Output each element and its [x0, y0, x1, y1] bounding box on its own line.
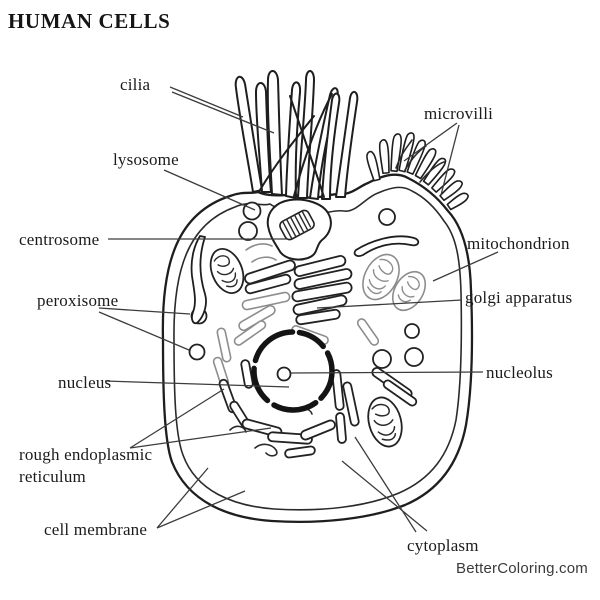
label-peroxisome: peroxisome — [37, 291, 119, 310]
microvilli — [366, 132, 469, 211]
label-cytoplasm: cytoplasm — [407, 536, 479, 555]
leader-line-golgi-apparatus — [316, 299, 463, 309]
label-rough-er-line2: reticulum — [19, 467, 86, 486]
watermark: BetterColoring.com — [456, 560, 588, 577]
smooth-er-gray-squiggles — [212, 243, 380, 388]
label-centrosome: centrosome — [19, 230, 100, 249]
label-cell-membrane: cell membrane — [44, 520, 148, 539]
cilia-crossing-strands — [259, 93, 333, 198]
label-cilia: cilia — [120, 75, 151, 94]
leader-line-cilia — [169, 86, 275, 134]
label-rough-er-line1: rough endoplasmic — [19, 445, 153, 464]
golgi-apparatus — [244, 255, 353, 326]
vesicles — [372, 208, 424, 369]
label-golgi-apparatus: golgi apparatus — [465, 288, 573, 307]
leader-line-cytoplasm — [341, 436, 428, 533]
leader-line-mitochondrion — [432, 251, 499, 282]
er-ribbon-left — [190, 235, 207, 325]
label-microvilli: microvilli — [424, 104, 494, 123]
centriole — [279, 209, 315, 241]
label-mitochondrion: mitochondrion — [467, 234, 570, 253]
label-rough-endoplasmic-reticulum: rough endoplasmic reticulum — [19, 444, 152, 488]
label-lysosome: lysosome — [113, 150, 179, 169]
label-nucleolus: nucleolus — [486, 363, 553, 382]
er-ribbon-top-right — [353, 235, 420, 257]
leader-lines — [98, 86, 499, 533]
cell-membrane-inner-line — [173, 186, 463, 511]
mitochondrion-2 — [362, 253, 400, 301]
leader-line-nucleolus — [290, 371, 484, 374]
leader-line-lysosome — [163, 169, 256, 211]
page-title: HUMAN CELLS — [8, 9, 171, 33]
leader-line-rough-er — [129, 388, 272, 449]
mitochondrion-3 — [391, 270, 427, 312]
mitochondrion-1 — [209, 248, 245, 294]
cell-membrane-outline — [161, 173, 474, 523]
leader-line-peroxisome — [98, 307, 191, 351]
nucleolus — [276, 366, 292, 382]
label-nucleus: nucleus — [58, 373, 112, 392]
leader-line-microvilli — [403, 122, 460, 196]
leader-line-nucleus — [104, 380, 290, 388]
rough-er — [190, 235, 420, 459]
cilia — [234, 70, 359, 200]
nucleus — [251, 329, 335, 413]
lysosomes — [238, 201, 262, 241]
centrosome — [266, 198, 332, 261]
leader-line-cell-membrane — [156, 467, 246, 529]
mitochondrion-4 — [367, 396, 403, 448]
